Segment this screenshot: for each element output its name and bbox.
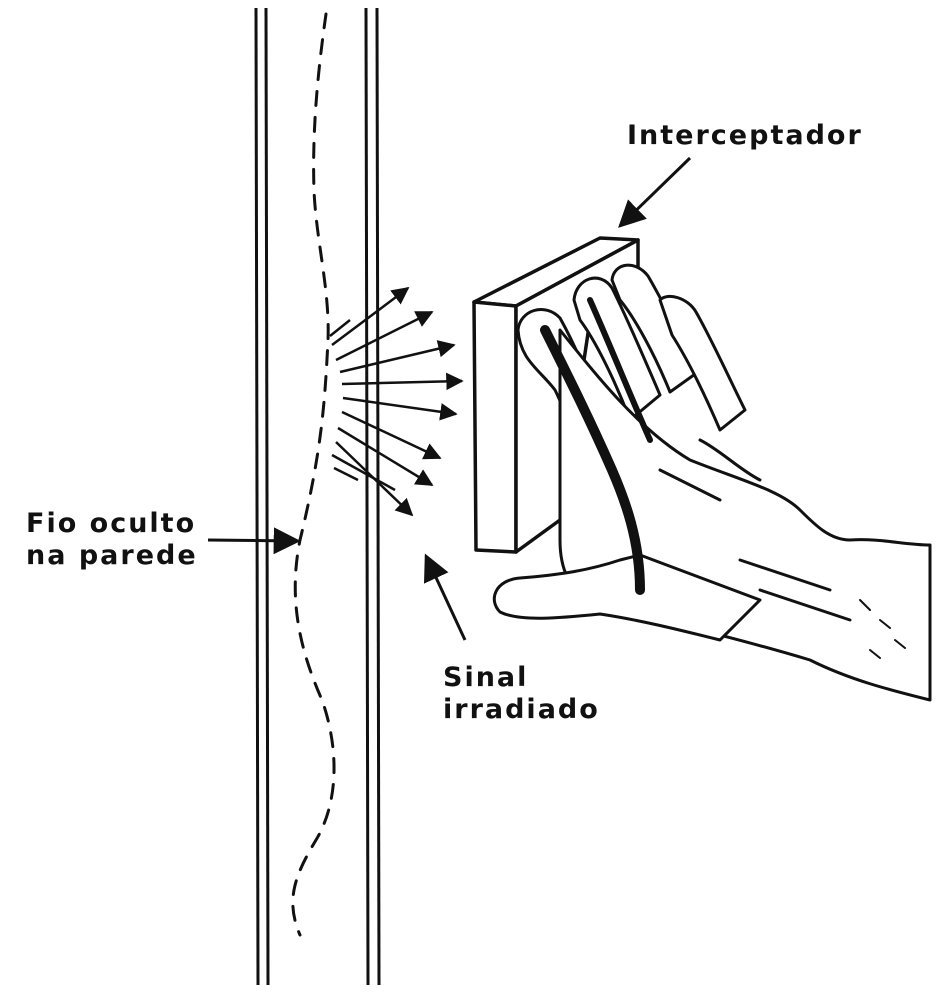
wall-left-edge: [254, 7, 270, 986]
hand: [492, 263, 932, 702]
wall-right-edge: [364, 7, 381, 986]
radiated-signal-label-line2: irradiado: [443, 694, 600, 725]
hidden-wire: [291, 12, 336, 937]
radiated-signal-label: Sinal irradiado: [443, 662, 600, 726]
hidden-wire-label-line1: Fio oculto: [26, 508, 197, 539]
hidden-wire-label-line2: na parede: [26, 540, 198, 571]
signal-callout-arrow: [423, 553, 467, 641]
interceptor-label: Interceptador: [627, 120, 863, 151]
wire-callout-arrow: [207, 527, 301, 555]
signal-rays: [329, 286, 464, 517]
interceptor-callout-arrow: [618, 156, 692, 228]
hidden-wire-label: Fio oculto na parede: [26, 508, 198, 572]
callout-arrows: [207, 156, 692, 641]
radiated-signal-label-line1: Sinal: [443, 662, 529, 693]
